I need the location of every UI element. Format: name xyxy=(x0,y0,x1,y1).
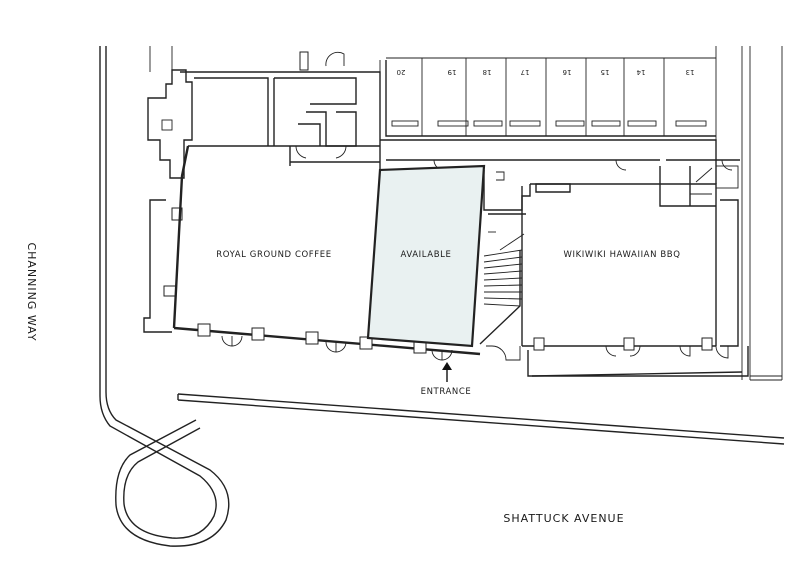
stall-number: 13 xyxy=(686,68,695,76)
left-facade xyxy=(143,69,193,333)
back-rooms xyxy=(180,51,740,171)
unit-royal-ground-coffee xyxy=(172,145,481,361)
shattuck-avenue-label: SHATTUCK AVENUE xyxy=(503,512,624,525)
top-boundary xyxy=(149,46,783,381)
stall-number: 14 xyxy=(636,68,645,76)
stall-number: 16 xyxy=(562,68,571,76)
entrance-marker xyxy=(442,362,452,382)
wikiwiki-hawaiian-bbq-label: WIKIWIKI HAWAIIAN BBQ xyxy=(563,250,680,260)
royal-ground-coffee-label: ROYAL GROUND COFFEE xyxy=(216,250,331,260)
available-highlight xyxy=(366,164,486,348)
parking-numbers: 20 19 18 17 16 15 14 13 xyxy=(397,68,695,76)
stall-number: 15 xyxy=(601,68,610,76)
stall-number: 18 xyxy=(483,68,492,76)
stall-number: 20 xyxy=(397,68,406,76)
stall-number: 19 xyxy=(448,68,457,76)
stair-core xyxy=(479,170,526,361)
parking-area xyxy=(385,57,716,137)
unit-wikiwiki-hawaiian-bbq xyxy=(521,160,749,377)
entrance-label: ENTRANCE xyxy=(421,387,472,397)
channing-way-label: CHANNING WAY xyxy=(25,242,38,341)
unit-available xyxy=(366,164,486,348)
sidewalk-curb xyxy=(99,46,785,547)
available-label: AVAILABLE xyxy=(401,250,452,260)
arrow-up-icon xyxy=(442,362,452,370)
stall-number: 17 xyxy=(521,68,530,76)
